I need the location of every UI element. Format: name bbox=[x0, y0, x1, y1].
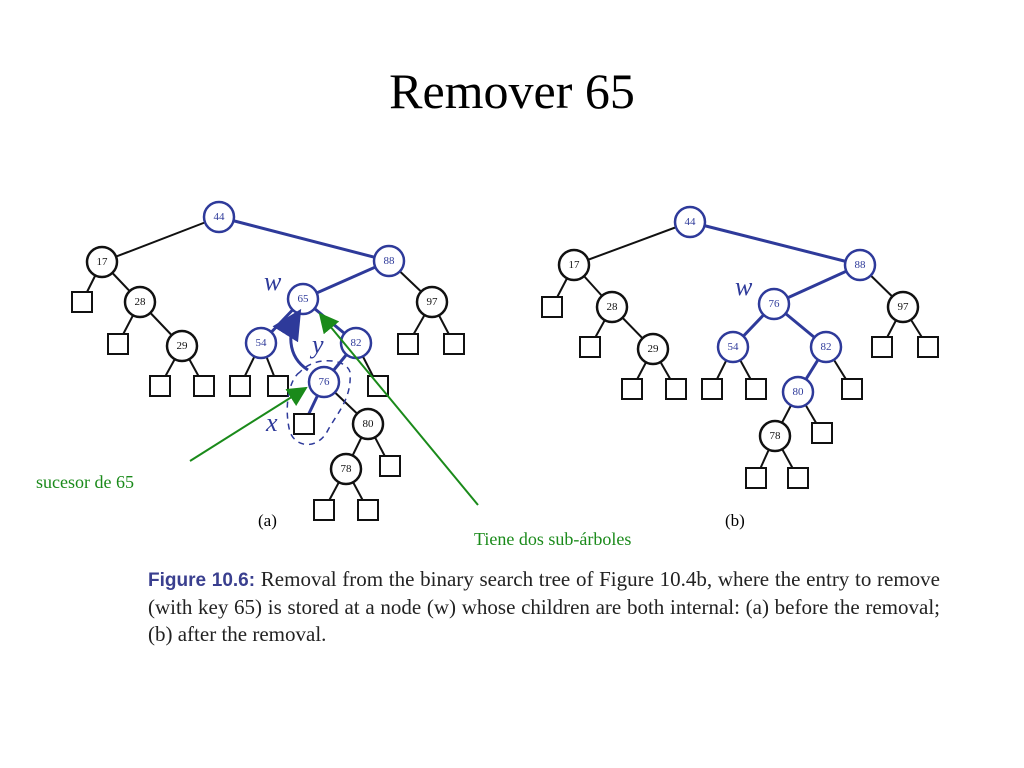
var-x-label: x bbox=[265, 408, 278, 437]
tree-node-label: 17 bbox=[569, 259, 581, 271]
successor-arrow bbox=[189, 386, 308, 462]
tree-node-label: 88 bbox=[384, 255, 396, 267]
external-leaf-node bbox=[745, 467, 767, 489]
external-leaf-node bbox=[193, 375, 215, 397]
var-y-label: y bbox=[309, 330, 324, 359]
tree-node-44 bbox=[673, 205, 707, 239]
tree-node-97 bbox=[415, 285, 449, 319]
external-leaf-node bbox=[701, 378, 723, 400]
external-leaf-node bbox=[579, 336, 601, 358]
slide-title: Remover 65 bbox=[389, 63, 635, 119]
external-leaf-node bbox=[541, 296, 563, 318]
tree-node-28 bbox=[123, 285, 157, 319]
tree-node-17 bbox=[85, 245, 119, 279]
tree-node-label: 97 bbox=[898, 301, 910, 313]
tree-node-88 bbox=[372, 244, 406, 278]
tree-node-label: 76 bbox=[319, 376, 331, 388]
external-leaf-node bbox=[379, 455, 401, 477]
tree-node-label: 28 bbox=[607, 301, 619, 313]
external-leaf-node bbox=[787, 467, 809, 489]
tree-node-78 bbox=[758, 419, 792, 453]
tree-node-80 bbox=[351, 407, 385, 441]
tree-node-80 bbox=[781, 375, 815, 409]
two-subtrees-label: Tiene dos sub-árboles bbox=[474, 529, 631, 549]
tree-node-label: 54 bbox=[728, 341, 740, 353]
tree-node-65 bbox=[286, 282, 320, 316]
caption-label: Figure 10.6: bbox=[148, 570, 256, 591]
tree-node-54 bbox=[244, 326, 278, 360]
tree-node-17 bbox=[557, 248, 591, 282]
external-leaf-node bbox=[917, 336, 939, 358]
tree-edge bbox=[101, 216, 220, 263]
external-leaf-node bbox=[841, 378, 863, 400]
external-leaf-node bbox=[621, 378, 643, 400]
tree-node-label: 44 bbox=[214, 211, 226, 223]
tree-node-label: 78 bbox=[341, 463, 353, 475]
tree-node-label: 82 bbox=[821, 341, 832, 353]
tree-node-label: 88 bbox=[855, 259, 867, 271]
external-leaf-node bbox=[229, 375, 251, 397]
tree-node-82 bbox=[809, 330, 843, 364]
external-leaf-node bbox=[397, 333, 419, 355]
var-w-label-a: w bbox=[264, 267, 282, 296]
tree-node-label: 97 bbox=[427, 296, 439, 308]
tree-node-54 bbox=[716, 330, 750, 364]
successor-dashed-outline bbox=[286, 360, 351, 446]
tree-node-label: 65 bbox=[298, 293, 310, 305]
tree-node-88 bbox=[843, 248, 877, 282]
successor-label: sucesor de 65 bbox=[36, 472, 134, 492]
two-subtrees-arrow bbox=[318, 312, 479, 506]
external-leaf-node bbox=[313, 499, 335, 521]
external-leaf-node bbox=[71, 291, 93, 313]
external-leaf-node bbox=[811, 422, 833, 444]
replace-arrow bbox=[272, 308, 309, 372]
tree-node-76 bbox=[307, 365, 341, 399]
tree-node-29 bbox=[636, 332, 670, 366]
tree-edge bbox=[218, 215, 390, 263]
tree-node-28 bbox=[595, 290, 629, 324]
tree-node-label: 29 bbox=[648, 343, 660, 355]
tree-node-label: 78 bbox=[770, 430, 782, 442]
external-leaf-node bbox=[443, 333, 465, 355]
external-leaf-node bbox=[293, 413, 315, 435]
figure-caption: Figure 10.6: Removal from the binary sea… bbox=[148, 566, 940, 648]
tree-node-97 bbox=[886, 290, 920, 324]
tree-node-label: 29 bbox=[177, 340, 189, 352]
external-leaf-node bbox=[107, 333, 129, 355]
panel-label-a: (a) bbox=[258, 511, 277, 530]
tree-node-label: 80 bbox=[363, 418, 375, 430]
tree-node-label: 54 bbox=[256, 337, 268, 349]
external-leaf-node bbox=[871, 336, 893, 358]
tree-node-label: 28 bbox=[135, 296, 147, 308]
external-leaf-node bbox=[357, 499, 379, 521]
tree-node-label: 44 bbox=[685, 216, 697, 228]
tree-node-78 bbox=[329, 452, 363, 486]
tree-node-76 bbox=[757, 287, 791, 321]
external-leaf-node bbox=[149, 375, 171, 397]
tree-edge bbox=[689, 220, 861, 267]
external-leaf-node bbox=[267, 375, 289, 397]
tree-after-removal: 44 17 88 28 76 97 29 54 82 80 78 bbox=[541, 205, 939, 489]
tree-node-label: 76 bbox=[769, 298, 781, 310]
tree-node-29 bbox=[165, 329, 199, 363]
external-leaf-node bbox=[745, 378, 767, 400]
external-leaf-node bbox=[665, 378, 687, 400]
caption-text: Removal from the binary search tree of F… bbox=[148, 567, 940, 646]
tree-node-44 bbox=[202, 200, 236, 234]
tree-edge bbox=[573, 221, 691, 266]
tree-node-label: 82 bbox=[351, 337, 362, 349]
tree-node-label: 80 bbox=[793, 386, 805, 398]
tree-node-label: 17 bbox=[97, 256, 109, 268]
tree-before-removal: 44 17 88 28 65 97 29 54 82 76 80 78 bbox=[71, 200, 465, 521]
panel-label-b: (b) bbox=[725, 511, 745, 530]
var-w-label-b: w bbox=[735, 272, 753, 301]
